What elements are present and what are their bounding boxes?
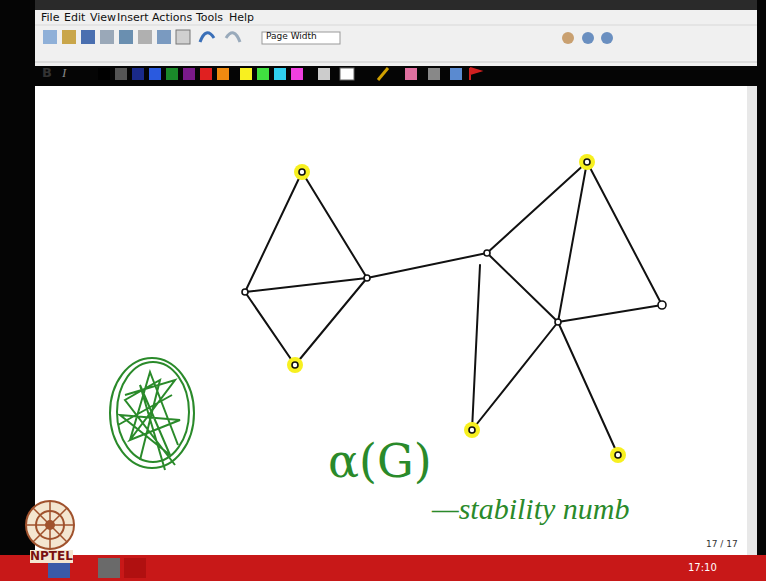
toolbar-area bbox=[35, 10, 757, 66]
color-swatches bbox=[98, 68, 480, 80]
italic-button: I bbox=[62, 66, 66, 80]
menu-item: Edit bbox=[64, 12, 85, 24]
menu-item: File bbox=[41, 12, 59, 24]
toolbar-icons bbox=[43, 30, 613, 44]
bold-button: B bbox=[42, 66, 52, 80]
handwritten-note: —stability numb bbox=[432, 492, 630, 525]
page-canvas bbox=[35, 86, 747, 556]
menu-item: Tools bbox=[196, 12, 223, 24]
page-counter: 17 / 17 bbox=[706, 540, 738, 550]
graph-notation: α(G) bbox=[328, 436, 432, 487]
taskbar-icon bbox=[124, 558, 146, 578]
menu-item: Actions bbox=[152, 12, 192, 24]
taskbar-icon bbox=[98, 558, 120, 578]
scrollbar bbox=[747, 86, 757, 556]
nptel-logo bbox=[26, 501, 74, 549]
graph-edges bbox=[245, 162, 662, 455]
title-bar bbox=[35, 0, 757, 10]
menu-item: View bbox=[90, 12, 116, 24]
menu-item: Insert bbox=[117, 12, 149, 24]
dense-graph-sketch bbox=[110, 358, 194, 470]
zoom-dropdown: Page Width bbox=[266, 32, 317, 42]
logo-text: NPTEL bbox=[30, 550, 73, 563]
toolbar-divider bbox=[35, 62, 757, 63]
menu-item: Help bbox=[229, 12, 254, 24]
clock: 17:10 bbox=[688, 562, 717, 573]
taskbar bbox=[0, 555, 766, 581]
toolbar-divider bbox=[35, 25, 757, 26]
graph-vertices bbox=[242, 154, 666, 463]
